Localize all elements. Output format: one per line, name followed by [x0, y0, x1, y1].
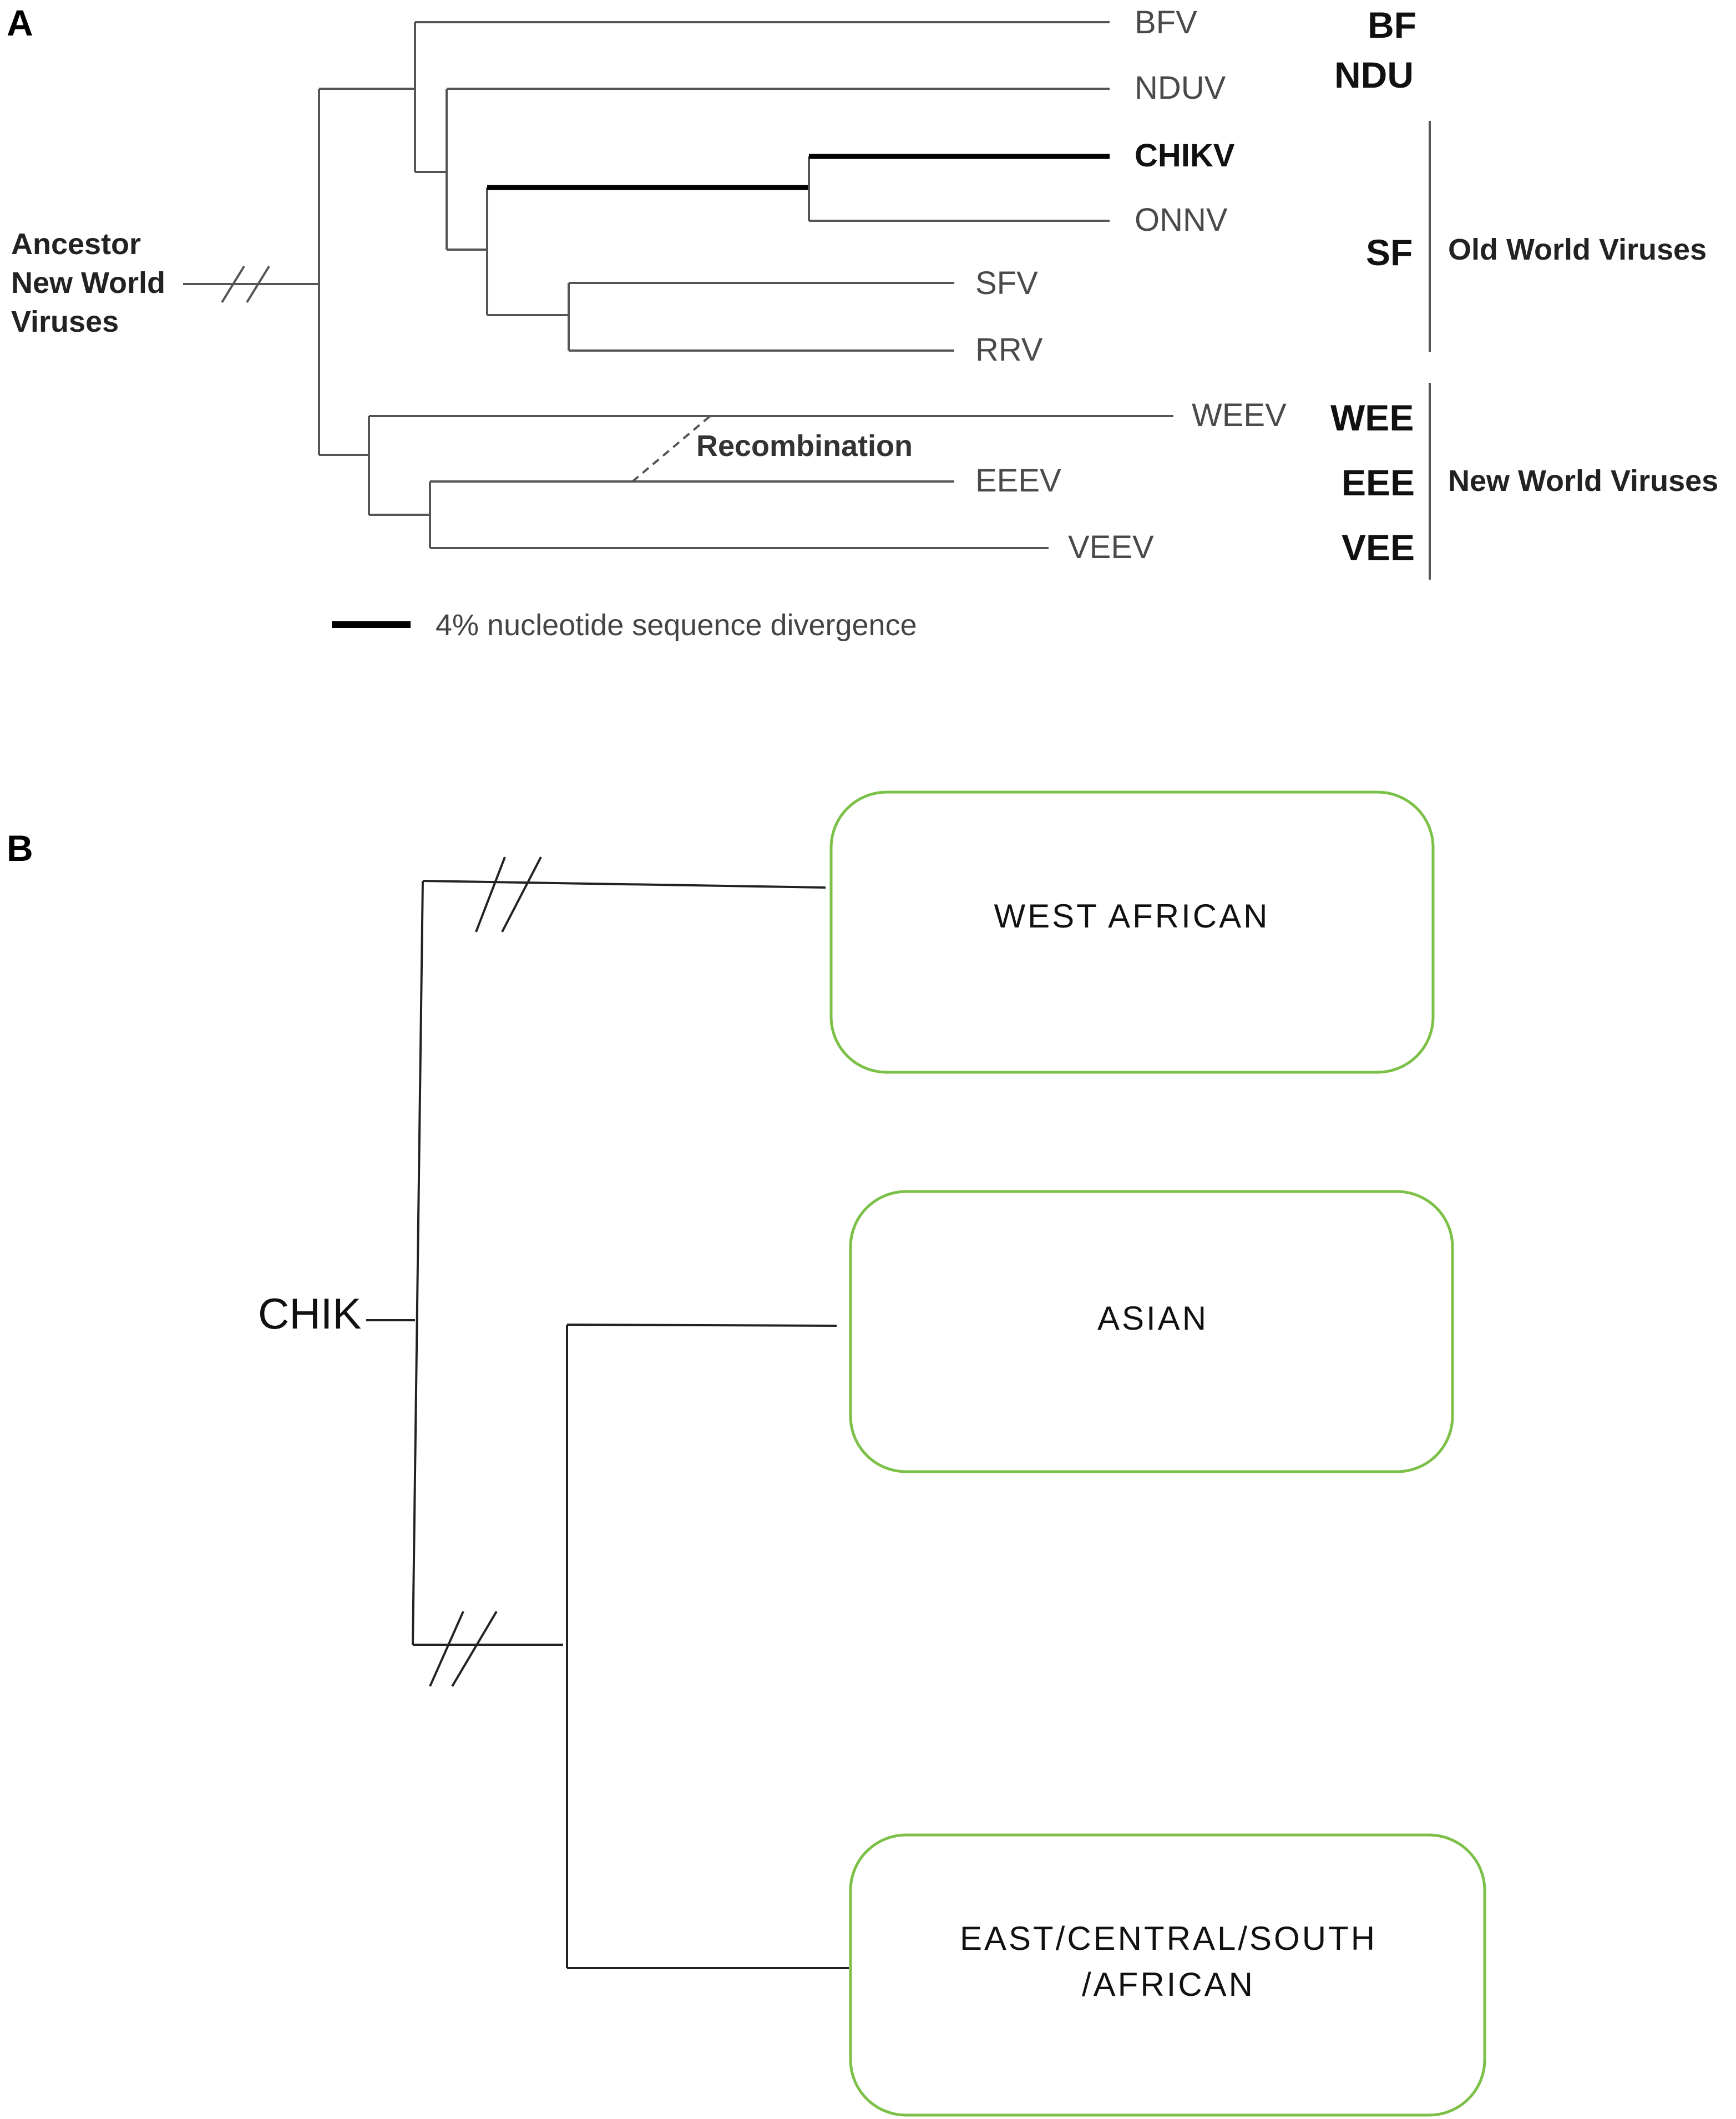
branch-west-african	[422, 880, 826, 889]
ecsa-clade: EAST/CENTRAL/SOUTH /AFRICAN	[849, 1833, 1486, 2117]
taxon-sfv: SFV	[975, 265, 1038, 301]
root-break-mark-2	[246, 265, 270, 303]
ecsa-label-line-1: EAST/CENTRAL/SOUTH	[960, 1920, 1377, 1957]
panel-b: B CHIK WEST AFRICAN ASIAN EAST/CENT	[7, 790, 1486, 2117]
taxon-eeev: EEEV	[975, 463, 1061, 499]
panel-a: A Ancestor New World Viruses	[7, 2, 1718, 642]
asian-ecsa-break-mark-1	[429, 1611, 464, 1687]
panel-a-root-label: Ancestor New World Viruses	[11, 227, 165, 338]
taxon-rrv: RRV	[975, 332, 1043, 368]
root-break-mark-1	[221, 265, 245, 303]
new-world-label: New World Viruses	[1448, 464, 1718, 498]
complex-eee: EEE	[1342, 462, 1415, 503]
asian-ecsa-break-mark-2	[451, 1610, 498, 1687]
west-african-break-mark-2	[501, 856, 542, 932]
panel-a-letter: A	[7, 2, 33, 43]
panel-b-tree	[366, 856, 849, 1969]
chik-root-label: CHIK	[258, 1289, 361, 1338]
panel-a-complexes: BF NDU SF WEE EEE VEE	[1330, 4, 1416, 568]
chik-node	[412, 880, 424, 1645]
recombination-label: Recombination	[696, 429, 913, 463]
west-african-clade: WEST AFRICAN	[829, 790, 1435, 1074]
taxon-chikv: CHIKV	[1135, 138, 1235, 174]
taxon-bfv: BFV	[1135, 4, 1197, 40]
asian-label: ASIAN	[1097, 1300, 1208, 1337]
complex-vee: VEE	[1342, 527, 1415, 568]
ecsa-label-line-2: /AFRICAN	[1082, 1966, 1255, 2003]
root-label-line-2: New World	[11, 266, 165, 300]
west-african-box	[829, 790, 1435, 1074]
old-world-label: Old World Viruses	[1448, 233, 1707, 266]
root-label-line-1: Ancestor	[11, 227, 141, 261]
taxon-weev: WEEV	[1192, 397, 1287, 433]
taxon-nduv: NDUV	[1135, 70, 1226, 106]
scale-bar-label: 4% nucleotide sequence divergence	[436, 609, 917, 642]
taxon-veev: VEEV	[1068, 529, 1154, 565]
asian-clade: ASIAN	[849, 1190, 1454, 1473]
complex-wee: WEE	[1330, 397, 1414, 438]
complex-sf: SF	[1366, 232, 1413, 273]
panel-a-taxa: BFV NDUV CHIKV ONNV SFV RRV WEEV EEEV VE…	[975, 4, 1287, 565]
panel-a-tree	[183, 21, 1173, 549]
branch-asian	[566, 1324, 837, 1327]
root-label-line-3: Viruses	[11, 305, 119, 338]
complex-ndu: NDU	[1334, 54, 1414, 95]
west-african-label: WEST AFRICAN	[994, 898, 1270, 935]
west-african-break-mark-1	[475, 856, 506, 932]
complex-bf: BF	[1368, 4, 1416, 45]
ecsa-box	[849, 1833, 1486, 2117]
taxon-onnv: ONNV	[1135, 202, 1228, 238]
panel-b-letter: B	[7, 828, 33, 869]
recombination-link	[631, 415, 711, 483]
asian-box	[849, 1190, 1454, 1473]
